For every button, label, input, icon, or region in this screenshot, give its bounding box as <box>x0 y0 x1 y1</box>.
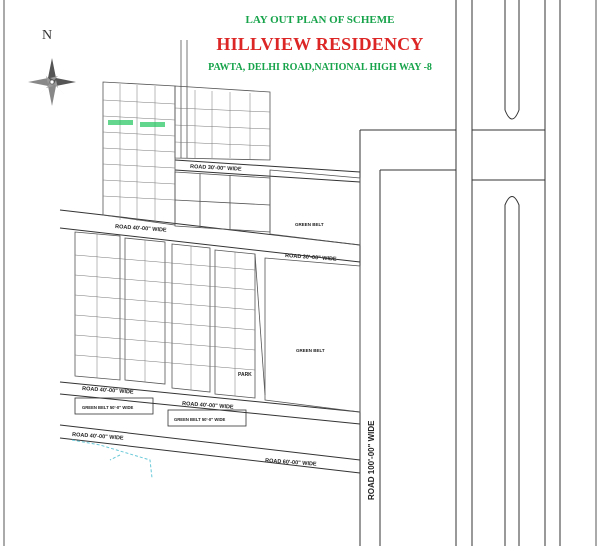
green-belt-strip-mid-label: GREEN BELT 50'-0" WIDE <box>174 417 226 422</box>
road-40-bottom <box>59 424 361 474</box>
green-belt-upper-area <box>269 169 361 246</box>
road-label-40-right: ROAD 40'-00" WIDE <box>115 224 167 234</box>
road-label-60-bottom: ROAD 60'-00" WIDE <box>265 458 317 468</box>
road-40-lower <box>59 381 361 425</box>
central-block <box>174 171 271 233</box>
road-30-upper <box>174 159 361 183</box>
road-label-40-lower: ROAD 40'-00" WIDE <box>82 386 134 396</box>
park-strips-upper <box>108 120 165 127</box>
park-label: PARK <box>238 372 252 378</box>
title-line-1: LAY OUT PLAN OF SCHEME <box>245 14 395 26</box>
scheme-boundary <box>71 439 153 479</box>
road-label-30-upper: ROAD 30'-00" WIDE <box>190 164 242 173</box>
highway <box>455 0 561 546</box>
green-belt-right-area <box>264 257 361 413</box>
compass-rose-icon <box>28 58 76 106</box>
green-belt-right-label: GREEN BELT <box>296 348 325 353</box>
road-label-30-right: ROAD 30'-00" WIDE <box>285 253 337 263</box>
road-label-40-mid: ROAD 40'-00" WIDE <box>182 401 234 411</box>
road-label-40-bottom-left: ROAD 40'-00" WIDE <box>72 432 124 442</box>
page-frame <box>3 0 597 546</box>
title-line-3: PAWTA, DELHI ROAD,NATIONAL HIGH WAY -8 <box>208 62 432 73</box>
green-belt-upper-label: GREEN BELT <box>295 222 324 227</box>
road-label-100: ROAD 100'-00" WIDE <box>367 420 376 500</box>
lower-left-sector <box>74 231 266 399</box>
green-belt-strip-left-label: GREEN BELT 50'-0" WIDE <box>82 405 134 410</box>
green-belt-strips <box>74 397 247 427</box>
plot-grid-upper <box>102 84 271 222</box>
title-line-2: HILLVIEW RESIDENCY <box>216 34 424 54</box>
plot-grid-lower <box>74 234 256 396</box>
north-label: N <box>42 28 53 43</box>
